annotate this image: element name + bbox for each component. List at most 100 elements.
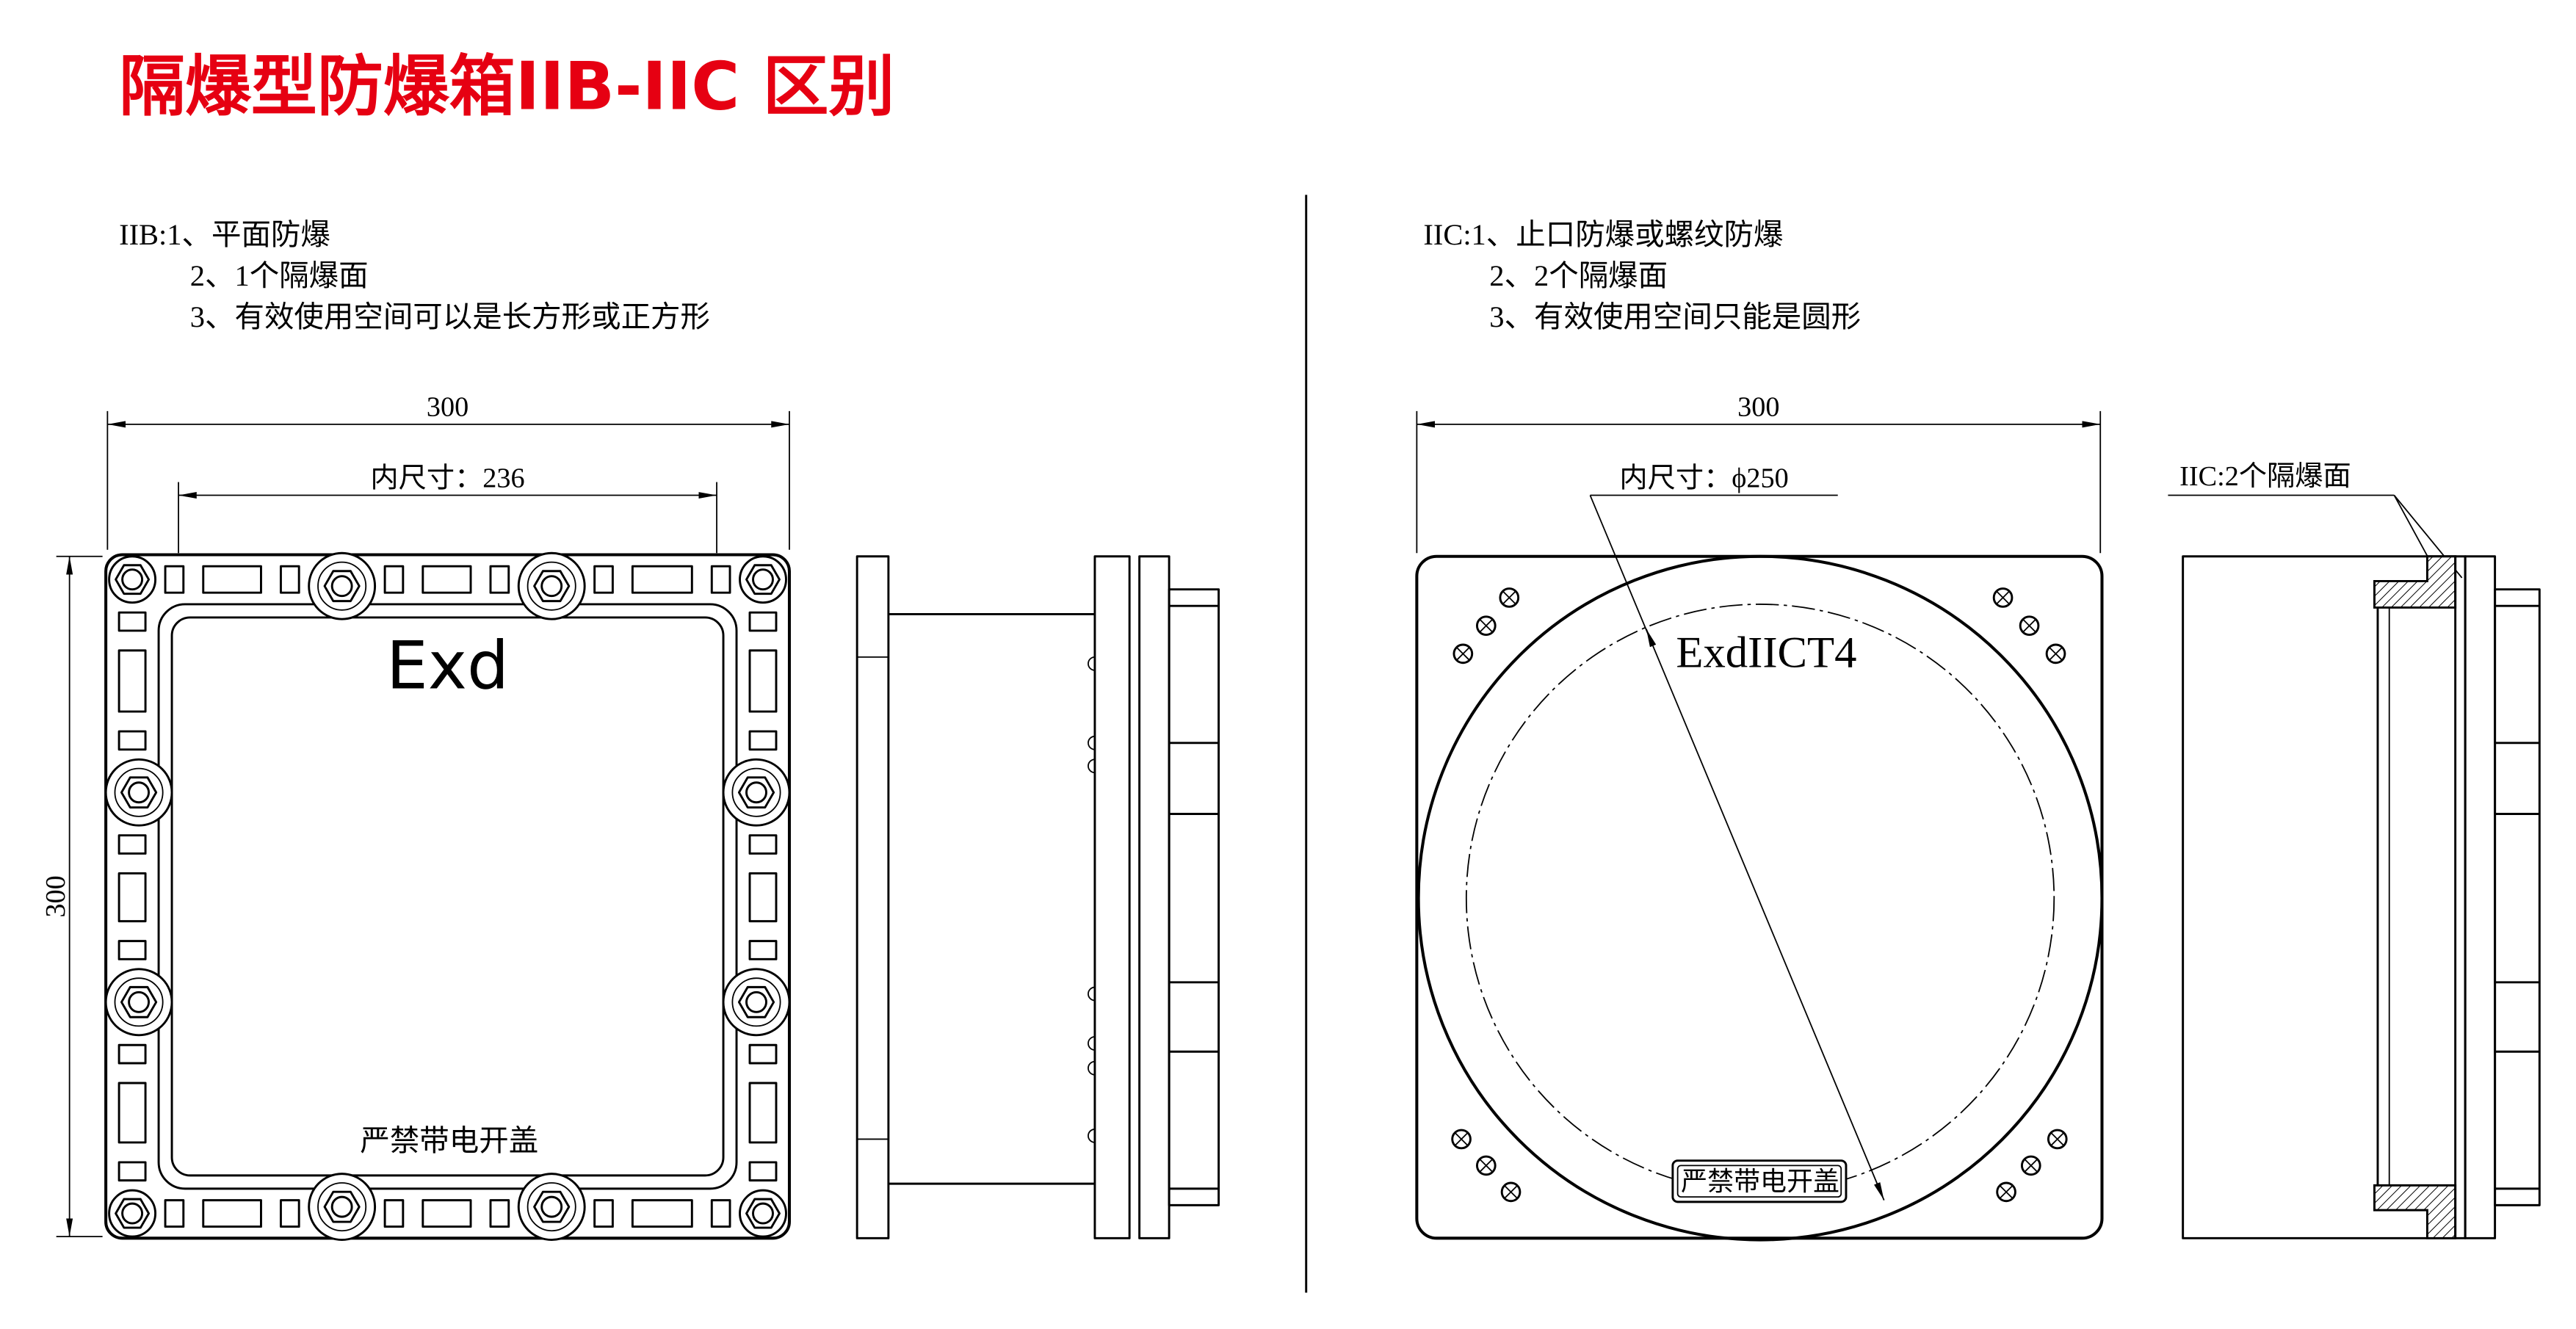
iib-side-view xyxy=(855,555,1220,1239)
bolt-washer xyxy=(731,767,781,817)
frame-slot xyxy=(117,940,147,960)
bolt-stud xyxy=(128,781,151,804)
screw-cross xyxy=(2024,1159,2038,1173)
hex-bolt xyxy=(104,758,173,827)
frame-slot xyxy=(748,1082,778,1144)
bolt-boss xyxy=(108,555,157,604)
frame-slot xyxy=(117,834,147,855)
hex-bolt xyxy=(739,1189,787,1238)
spigot-joint-bottom xyxy=(2373,1184,2457,1239)
hex-bolt xyxy=(308,551,377,620)
bolt-boss xyxy=(104,758,173,827)
bolt-boss xyxy=(739,555,787,604)
warning-label: 严禁带电开盖 xyxy=(1681,1167,1839,1196)
frame-slot xyxy=(117,1082,147,1144)
iib-note-1: IIB:1、平面防爆 xyxy=(119,218,330,251)
frame-slot xyxy=(164,565,185,594)
frame-slot xyxy=(117,611,147,632)
hex-bolt xyxy=(722,758,791,827)
cover-screw xyxy=(1996,1181,2016,1203)
bolt-hex-nut xyxy=(745,1198,781,1229)
hex-bolt xyxy=(108,555,157,604)
cover-screw xyxy=(1475,1155,1497,1176)
round-cover xyxy=(1417,554,2104,1242)
cover-screw xyxy=(1992,587,2014,608)
frame-slot xyxy=(383,565,405,594)
screw-cross xyxy=(1504,1185,1518,1199)
explosion-proof-marking: Exd xyxy=(386,629,509,705)
frame-slot xyxy=(593,565,614,594)
frame-slot xyxy=(748,872,778,923)
cover-screw xyxy=(2045,643,2066,664)
iib-note-3: 3、有效使用空间可以是长方形或正方形 xyxy=(190,300,710,333)
bolt-washer xyxy=(114,767,164,817)
width-dimension-label: 300 xyxy=(1737,392,1779,423)
bolt-boss xyxy=(517,1173,586,1242)
screw-cross xyxy=(2022,618,2036,633)
iic-note-1: IIC:1、止口防爆或螺纹防爆 xyxy=(1423,218,1783,251)
width-dimension-label: 300 xyxy=(427,392,468,423)
cover-ribs xyxy=(1169,604,1219,1190)
frame-slot xyxy=(489,1199,510,1228)
hex-bolt xyxy=(739,555,787,604)
frame-slot xyxy=(748,611,778,632)
screw-cross xyxy=(1502,590,1516,605)
rear-flange xyxy=(855,555,890,1239)
iic-note-2: 2、2个隔爆面 xyxy=(1489,259,1668,292)
frame-slot xyxy=(383,1199,405,1228)
bolt-hex-nut xyxy=(533,570,571,603)
screw-cross xyxy=(2049,647,2063,661)
hex-bolt xyxy=(517,1173,586,1242)
iib-note-2: 2、1个隔爆面 xyxy=(190,259,369,292)
iic-side-view: IIC:2个隔爆面 xyxy=(2168,461,2541,1239)
hex-bolt xyxy=(517,551,586,620)
inner-dimension-label: 内尺寸：236 xyxy=(370,463,524,493)
flange-inner-edge xyxy=(157,603,738,1190)
callout-label: IIC:2个隔爆面 xyxy=(2179,461,2351,492)
explosion-proof-marking: ExdIICT4 xyxy=(1676,628,1856,677)
hex-bolt xyxy=(722,968,791,1037)
inner-diameter-centerline xyxy=(1465,604,2055,1193)
bolt-stud xyxy=(752,1202,774,1225)
enclosure-outline xyxy=(104,553,791,1240)
iic-notes: IIC:1、止口防爆或螺纹防爆 2、2个隔爆面 3、有效使用空间只能是圆形 xyxy=(1423,218,1861,333)
frame-slot xyxy=(422,1199,472,1228)
hex-bolt xyxy=(104,968,173,1037)
frame-slot xyxy=(489,565,510,594)
screw-cross xyxy=(1479,618,1493,633)
frame-bolts xyxy=(104,551,791,1242)
inner-dimension-label: 内尺寸：ϕ250 xyxy=(1619,463,1788,493)
bolt-boss xyxy=(517,551,586,620)
frame-slots xyxy=(117,565,778,1228)
frame-slot xyxy=(117,649,147,713)
frame-slot xyxy=(422,565,472,594)
bolt-hex-nut xyxy=(323,1190,361,1223)
bolt-hex-nut xyxy=(737,776,775,809)
bolt-hex-nut xyxy=(120,985,158,1018)
flat-joint-plate xyxy=(1138,555,1171,1239)
frame-slot xyxy=(117,1043,147,1065)
bolt-stud xyxy=(128,991,151,1013)
frame-slot xyxy=(748,730,778,751)
cover-screws xyxy=(1451,587,2068,1203)
bolt-hex-nut xyxy=(115,1198,151,1229)
frame-slot xyxy=(202,565,262,594)
hex-bolt xyxy=(108,1189,157,1238)
bolt-stud xyxy=(121,1202,144,1225)
frame-slot xyxy=(279,565,300,594)
bolt-stud xyxy=(330,575,353,598)
bolt-stud xyxy=(540,1195,563,1218)
frame-slot xyxy=(631,565,693,594)
cover-screw xyxy=(2019,615,2040,636)
bolt-boss xyxy=(108,1189,157,1238)
cover-plate xyxy=(2494,588,2541,1206)
frame-slot xyxy=(748,834,778,855)
diameter-arrow xyxy=(1646,629,1657,648)
bolt-washer xyxy=(731,977,781,1027)
warning-plate-inner xyxy=(1676,1165,1842,1198)
cover-screw xyxy=(1475,615,1497,636)
frame-slot xyxy=(117,1161,147,1182)
bolt-washer xyxy=(527,1182,576,1232)
page-title: 隔爆型防爆箱IIB-IIC 区别 xyxy=(119,48,894,125)
